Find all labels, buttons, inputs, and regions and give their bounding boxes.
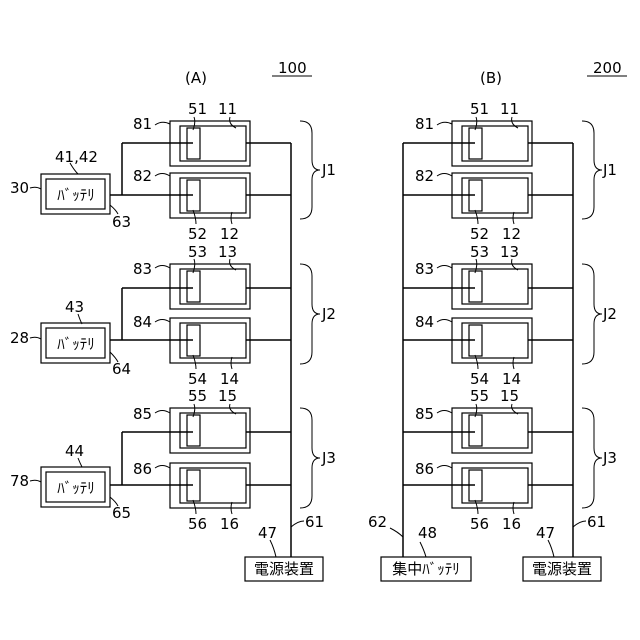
unit-85 — [452, 408, 532, 453]
ref-63: 63 — [112, 213, 131, 231]
power-bus-a — [246, 143, 291, 557]
ref-54: 54 — [188, 370, 207, 388]
ref-55: 55 — [470, 387, 489, 405]
brace-j3 — [582, 408, 602, 508]
battery-label: ﾊﾞｯﾃﾘ — [57, 186, 95, 204]
label-j1: J1 — [321, 161, 336, 179]
ref-30: 30 — [10, 179, 29, 197]
ref-86: 86 — [133, 460, 152, 478]
ref-41-42: 41,42 — [55, 148, 98, 166]
ref-52: 52 — [188, 225, 207, 243]
ref-61: 61 — [305, 513, 324, 531]
central-battery-label: 集中ﾊﾞｯﾃﾘ — [392, 560, 460, 578]
ref-51: 51 — [470, 100, 489, 118]
ref-85: 85 — [415, 405, 434, 423]
ref-81: 81 — [133, 115, 152, 133]
ref-16: 16 — [220, 515, 239, 533]
ref-55: 55 — [188, 387, 207, 405]
unit-85 — [170, 408, 250, 453]
brace-j1 — [300, 121, 320, 219]
panel-a-ref: 100 — [278, 59, 307, 77]
unit-83 — [170, 264, 250, 309]
battery-label: ﾊﾞｯﾃﾘ — [57, 335, 95, 353]
ref-82: 82 — [415, 167, 434, 185]
ref-28: 28 — [10, 329, 29, 347]
ref-12: 12 — [220, 225, 239, 243]
ref-53: 53 — [188, 243, 207, 261]
ref-47: 47 — [536, 524, 555, 542]
ref-54: 54 — [470, 370, 489, 388]
label-j1: J1 — [602, 161, 617, 179]
ref-44: 44 — [65, 442, 84, 460]
ref-14: 14 — [220, 370, 239, 388]
ref-43: 43 — [65, 298, 84, 316]
ref-13: 13 — [218, 243, 237, 261]
ref-82: 82 — [133, 167, 152, 185]
ref-14: 14 — [502, 370, 521, 388]
ref-81: 81 — [415, 115, 434, 133]
ref-47: 47 — [258, 524, 277, 542]
ref-13: 13 — [500, 243, 519, 261]
ref-84: 84 — [133, 313, 152, 331]
label-j2: J2 — [321, 305, 336, 323]
ref-52: 52 — [470, 225, 489, 243]
battery-label: ﾊﾞｯﾃﾘ — [57, 479, 95, 497]
ref-83: 83 — [415, 260, 434, 278]
brace-j2 — [582, 264, 602, 364]
power-supply-label: 電源装置 — [532, 560, 592, 578]
ref-78: 78 — [10, 472, 29, 490]
brace-j3 — [300, 408, 320, 508]
label-j3: J3 — [321, 449, 336, 467]
ref-56: 56 — [470, 515, 489, 533]
panel-b-caption: (B) — [480, 69, 502, 87]
ref-84: 84 — [415, 313, 434, 331]
ref-48: 48 — [418, 524, 437, 542]
ref-64: 64 — [112, 360, 131, 378]
ref-85: 85 — [133, 405, 152, 423]
label-j2: J2 — [602, 305, 617, 323]
ref-61: 61 — [587, 513, 606, 531]
power-supply-label: 電源装置 — [254, 560, 314, 578]
ref-86: 86 — [415, 460, 434, 478]
brace-j1 — [582, 121, 602, 219]
label-j3: J3 — [602, 449, 617, 467]
ref-53: 53 — [470, 243, 489, 261]
ref-11: 11 — [500, 100, 519, 118]
ref-15: 15 — [218, 387, 237, 405]
ref-15: 15 — [500, 387, 519, 405]
ref-56: 56 — [188, 515, 207, 533]
ref-16: 16 — [502, 515, 521, 533]
panel-a-caption: (A) — [185, 69, 207, 87]
unit-83 — [452, 264, 532, 309]
ref-65: 65 — [112, 504, 131, 522]
panel-a: (A) 100 — [10, 59, 336, 581]
ref-62: 62 — [368, 513, 387, 531]
ref-83: 83 — [133, 260, 152, 278]
ref-51: 51 — [188, 100, 207, 118]
power-bus-b — [528, 143, 573, 557]
brace-j2 — [300, 264, 320, 364]
ref-12: 12 — [502, 225, 521, 243]
ref-11: 11 — [218, 100, 237, 118]
panel-b-ref: 200 — [593, 59, 622, 77]
panel-b: (B) 200 — [368, 59, 627, 581]
